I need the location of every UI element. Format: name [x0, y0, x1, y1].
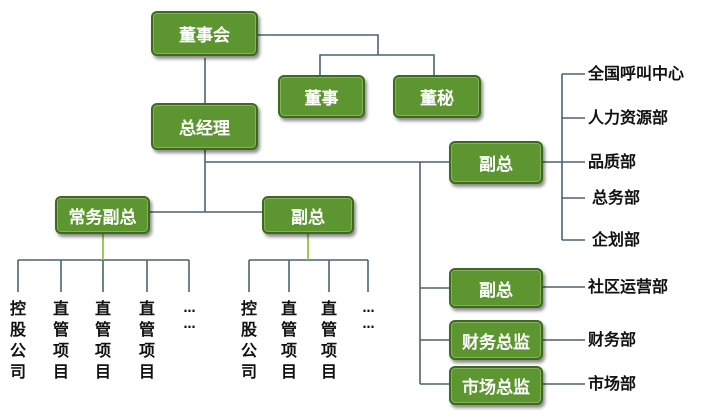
dept-quality: 品质部: [588, 152, 637, 171]
vice-president-right-box: 副总: [449, 141, 543, 184]
board-box: 董事会: [151, 11, 258, 56]
sub-holding-company: 控股公司: [9, 299, 26, 381]
finance-director-box: 财务总监: [449, 320, 543, 360]
sub-direct-project: 直管项目: [138, 299, 155, 381]
dept-finance: 财务部: [588, 330, 637, 349]
connector-board-directors: [258, 34, 379, 55]
dept-planning: 企划部: [592, 230, 641, 249]
dept-general-affairs: 总务部: [592, 188, 641, 207]
dept-community-ops: 社区运营部: [588, 277, 669, 296]
director-box: 董事: [278, 75, 365, 118]
sub-direct-project: 直管项目: [94, 299, 111, 381]
secretary-box: 董秘: [393, 75, 481, 118]
vice-president-middle-box: 副总: [262, 196, 354, 234]
sub-direct-project: 直管项目: [320, 299, 337, 381]
dept-marketing: 市场部: [588, 374, 637, 393]
sub-ellipsis: … …: [362, 301, 375, 331]
marketing-director-box: 市场总监: [449, 366, 543, 405]
sub-ellipsis: … …: [183, 301, 196, 331]
dept-hr: 人力资源部: [588, 108, 669, 127]
sub-direct-project: 直管项目: [52, 299, 69, 381]
dept-call-center: 全国呼叫中心: [588, 64, 685, 83]
vice-president-community-box: 副总: [449, 268, 543, 308]
sub-direct-project: 直管项目: [280, 299, 297, 381]
sub-holding-company: 控股公司: [240, 299, 257, 381]
general-manager-box: 总经理: [151, 103, 258, 150]
connector-directors-bus: [319, 54, 435, 75]
executive-vice-president-box: 常务副总: [55, 196, 150, 234]
